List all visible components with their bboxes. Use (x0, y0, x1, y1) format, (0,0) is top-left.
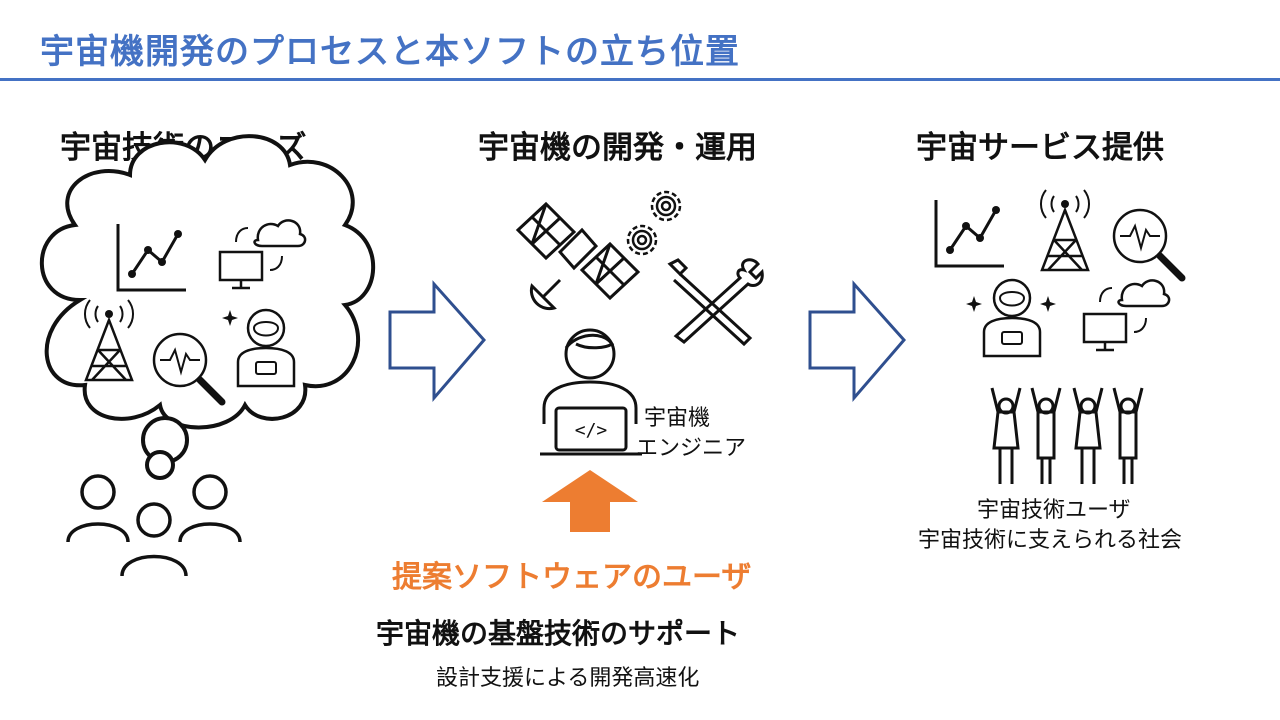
svg-text:</>: </> (575, 420, 608, 441)
engineer-laptop-icon: </> (540, 328, 642, 456)
gears-icon (626, 190, 682, 256)
tools-icon (667, 258, 764, 347)
cloud-sync-monitor-icon (218, 219, 307, 290)
astronaut-icon (966, 278, 1056, 358)
cloud-sync-monitor-icon (1082, 279, 1171, 352)
line-chart-icon (934, 200, 1004, 268)
support-sub-label: 設計支援による開発高速化 (436, 666, 700, 691)
satellite-icon (515, 201, 641, 311)
right-arrow-icon (388, 280, 486, 403)
society-label: 宇宙技術に支えられる社会 (918, 528, 1183, 553)
waveform-magnifier-icon (1112, 208, 1186, 282)
radio-tower-icon (83, 299, 135, 382)
people-group-icon (66, 474, 242, 577)
services-heading: 宇宙サービス提供 (916, 130, 1164, 166)
engineer-label-line2: エンジニア (636, 436, 747, 461)
title-divider (0, 78, 1280, 81)
cheering-people-icon (990, 387, 1144, 484)
line-chart-icon (116, 224, 186, 292)
software-users-label: 提案ソフトウェアのユーザ (392, 560, 752, 595)
development-heading: 宇宙機の開発・運用 (478, 130, 757, 166)
radio-tower-icon (1039, 189, 1091, 272)
engineer-label-line1: 宇宙機 (644, 406, 711, 431)
waveform-magnifier-icon (152, 332, 226, 406)
tech-users-label: 宇宙技術ユーザ (977, 498, 1131, 523)
slide-title: 宇宙機開発のプロセスと本ソフトの立ち位置 (40, 32, 740, 72)
up-arrow-icon (542, 470, 638, 532)
support-label: 宇宙機の基盤技術のサポート (376, 617, 741, 650)
right-arrow-icon (808, 280, 906, 403)
astronaut-icon (222, 308, 296, 388)
